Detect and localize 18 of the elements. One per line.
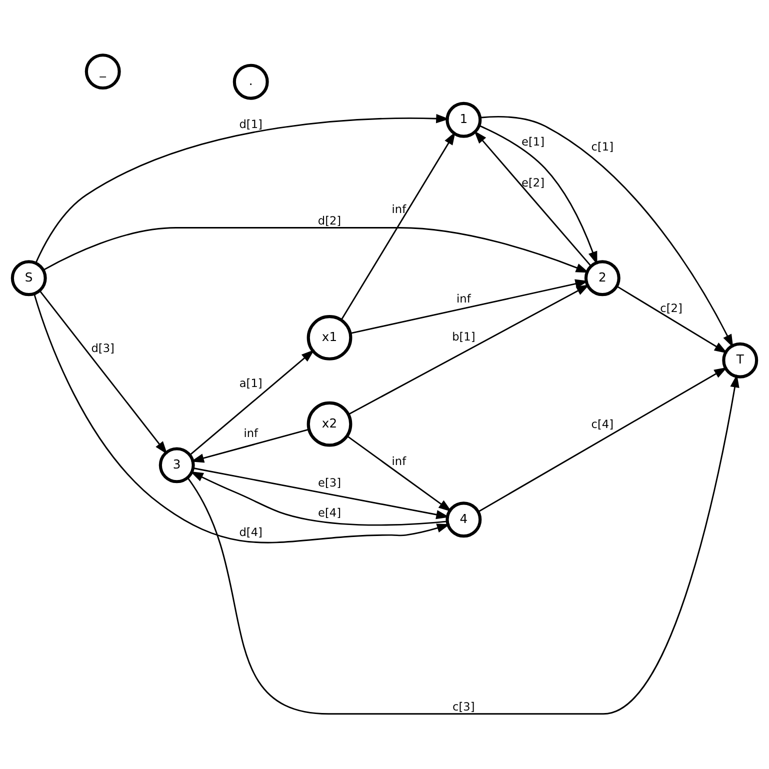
edge-label: inf	[456, 292, 471, 306]
edge-label: e[4]	[318, 506, 341, 520]
edge-label: d[4]	[239, 526, 262, 539]
edge-label: e[2]	[522, 176, 545, 190]
edge-label: c[2]	[660, 302, 682, 315]
edge-label: d[2]	[318, 214, 342, 228]
edge-label: inf	[244, 427, 258, 440]
edge-label: d[3]	[91, 342, 114, 355]
edge-label: e[1]	[522, 135, 545, 148]
edge-label: a[1]	[239, 376, 262, 390]
edge-label: c[3]	[452, 700, 475, 714]
edge-label: inf	[392, 203, 406, 216]
edge-label: b[1]	[452, 330, 476, 344]
edge-label: d[1]	[239, 118, 262, 131]
edge-label: e[3]	[318, 476, 341, 490]
edge-label: inf	[392, 454, 406, 468]
edge-label: c[4]	[591, 418, 614, 431]
edge-label: c[1]	[591, 140, 614, 154]
